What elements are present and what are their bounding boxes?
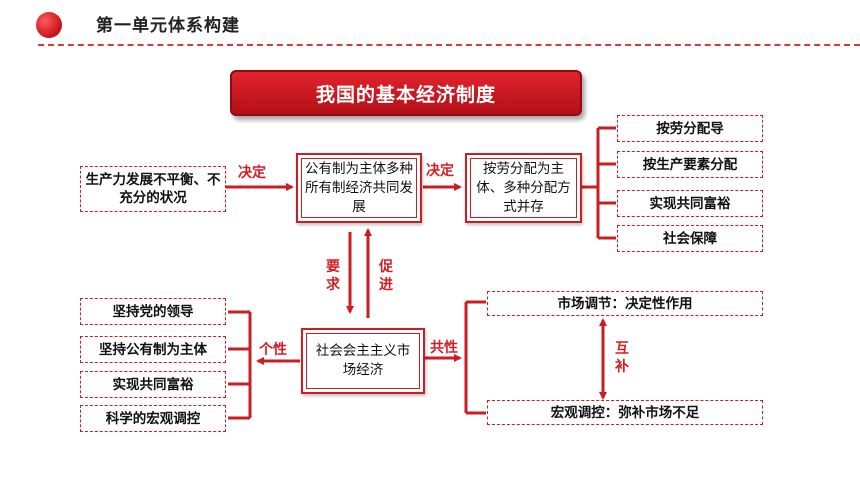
header-divider — [38, 44, 860, 46]
label-require: 要求 — [326, 259, 340, 293]
distribution-item: 按生产要素分配 — [617, 151, 763, 178]
individuality-item: 实现共同富裕 — [80, 371, 226, 398]
label-commonality: 共性 — [430, 340, 458, 356]
distribution-text: 按劳分配为主体、多种分配方式并存 — [476, 160, 571, 215]
commonality-item: 宏观调控：弥补市场不足 — [487, 400, 763, 425]
productivity-text: 生产力发展不平衡、不充分的状况 — [85, 172, 221, 206]
distribution-item: 实现共同富裕 — [617, 190, 763, 217]
label-decide-1: 决定 — [238, 165, 266, 181]
commonality-bracket — [464, 300, 486, 415]
individuality-item: 科学的宏观调控 — [80, 405, 226, 432]
label-decide-2: 决定 — [426, 163, 454, 179]
market-economy-node: 社会会主主义市场经济 — [301, 328, 425, 394]
distribution-node: 按劳分配为主体、多种分配方式并存 — [465, 153, 582, 223]
distribution-item: 社会保障 — [617, 225, 763, 252]
market-economy-text: 社会会主主义市场经济 — [315, 343, 411, 378]
commonality-item: 市场调节：决定性作用 — [487, 291, 763, 316]
label-complement: 互补 — [615, 341, 629, 375]
diagram-title-banner: 我国的基本经济制度 — [230, 70, 582, 116]
ownership-node: 公有制为主体多种所有制经济共同发展 — [296, 153, 422, 223]
individuality-bracket — [228, 310, 252, 420]
page-title: 第一单元体系构建 — [96, 16, 240, 36]
productivity-node: 生产力发展不平衡、不充分的状况 — [80, 166, 226, 212]
label-promote: 促进 — [379, 259, 393, 293]
ownership-text: 公有制为主体多种所有制经济共同发展 — [305, 160, 413, 215]
individuality-item: 坚持党的领导 — [80, 298, 226, 325]
distribution-bracket — [582, 126, 616, 240]
header-bullet-icon — [36, 12, 62, 38]
diagram-title: 我国的基本经济制度 — [315, 83, 496, 106]
distribution-item: 按劳分配导 — [617, 115, 763, 142]
label-individuality: 个性 — [259, 342, 287, 358]
individuality-item: 坚持公有制为主体 — [80, 336, 226, 363]
